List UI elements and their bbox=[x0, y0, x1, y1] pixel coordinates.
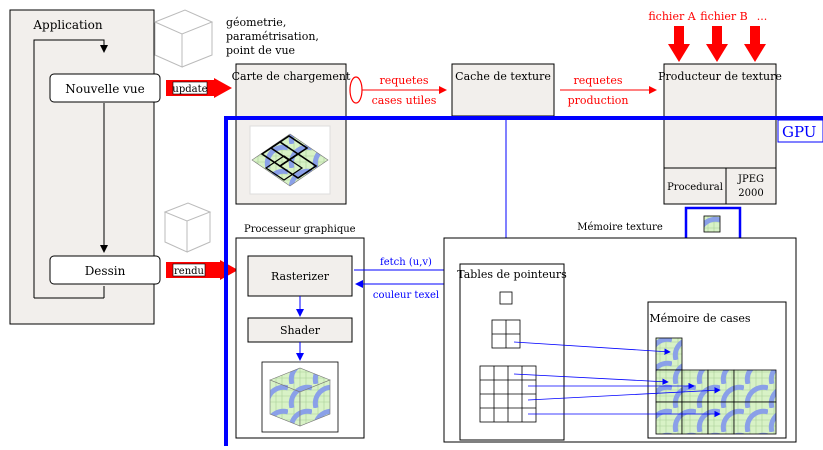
cube-icon-bottom bbox=[163, 202, 212, 253]
jpeg-line2: 2000 bbox=[738, 188, 763, 199]
loop-arrow bbox=[33, 39, 108, 298]
cycle-arrow-icon bbox=[349, 76, 363, 104]
cube-note-line3: point de vue bbox=[226, 44, 295, 57]
cube-note-line1: géometrie, bbox=[226, 16, 286, 29]
cache-title: Cache de texture bbox=[455, 70, 551, 83]
requetes-production-line2: production bbox=[568, 94, 629, 107]
update-arrow: update bbox=[166, 78, 232, 98]
dessin-label: Dessin bbox=[85, 264, 126, 278]
tables-title: Tables de pointeurs bbox=[457, 268, 567, 281]
procedural-label: Procedural bbox=[667, 182, 723, 193]
update-tag: update bbox=[172, 84, 207, 95]
jpeg-line1: JPEG bbox=[737, 174, 764, 185]
application-title: Application bbox=[32, 18, 102, 32]
cube-icon-top bbox=[153, 9, 214, 68]
cache-de-texture-box bbox=[451, 63, 555, 117]
pointer-links bbox=[513, 341, 721, 418]
rasterizer-box[interactable] bbox=[247, 255, 353, 297]
carte-title: Carte de chargement bbox=[232, 70, 351, 83]
tile-cache-grid bbox=[655, 337, 777, 435]
processeur-title: Processeur graphique bbox=[244, 224, 356, 235]
nouvelle-vue-label: Nouvelle vue bbox=[65, 82, 145, 96]
cube-note-line2: paramétrisation, bbox=[226, 30, 319, 43]
gpu-label: GPU bbox=[782, 123, 816, 141]
shader-box[interactable] bbox=[247, 317, 353, 343]
rendered-cube bbox=[261, 361, 339, 433]
carte-de-chargement-panel: Carte de chargement bbox=[232, 63, 351, 205]
rendu-tag: rendu bbox=[174, 266, 205, 277]
file-arrows bbox=[668, 26, 766, 62]
requetes-cases-line1: requetes bbox=[380, 74, 429, 87]
producteur-panel: Producteur de texture Procedural JPEG 20… bbox=[658, 63, 782, 205]
requetes-production-line1: requetes bbox=[574, 74, 623, 87]
file-more-label: ... bbox=[757, 10, 768, 23]
producteur-title: Producteur de texture bbox=[658, 70, 782, 83]
carte-tile-map bbox=[251, 133, 329, 187]
rasterizer-label: Rasterizer bbox=[271, 270, 330, 283]
gpu-boundary bbox=[224, 116, 823, 446]
memoire-cases-title: Mémoire de cases bbox=[649, 312, 751, 325]
couleur-label: couleur texel bbox=[373, 290, 439, 301]
nouvelle-vue-box[interactable] bbox=[49, 73, 161, 103]
shader-label: Shader bbox=[280, 324, 321, 337]
dessin-box[interactable] bbox=[49, 255, 161, 285]
requetes-cases-line2: cases utiles bbox=[372, 94, 437, 107]
application-panel: Application Nouvelle vue Dessin bbox=[9, 9, 161, 325]
fetch-label: fetch (u,v) bbox=[380, 257, 432, 268]
file-a-label: fichier A bbox=[648, 10, 696, 23]
file-b-label: fichier B bbox=[700, 10, 747, 23]
memoire-texture-title: Mémoire texture bbox=[577, 222, 663, 233]
pointer-tables bbox=[479, 291, 537, 423]
